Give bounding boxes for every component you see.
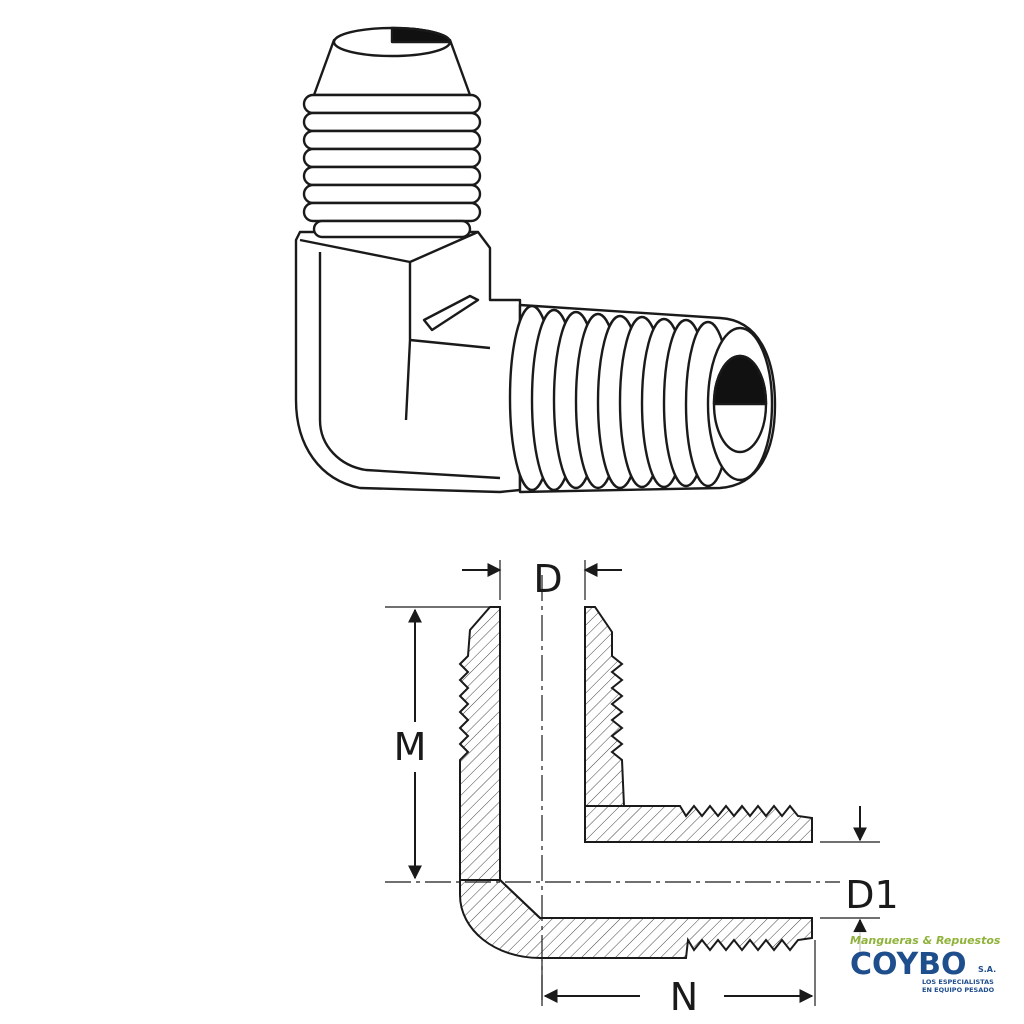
logo-tagline: Mangueras & Repuestos bbox=[850, 934, 1001, 947]
section-wall-left bbox=[458, 606, 501, 881]
dim-label-d: D bbox=[533, 557, 562, 601]
section-bore bbox=[499, 607, 812, 919]
dim-label-n: N bbox=[670, 975, 698, 1019]
top-opening-shadow bbox=[390, 26, 452, 44]
hex-facet-lines bbox=[299, 230, 501, 480]
dim-label-m: M bbox=[394, 725, 427, 769]
dim-label-d1: D1 bbox=[845, 873, 898, 917]
section-wall-upper bbox=[584, 804, 813, 843]
logo-suffix: S.A. bbox=[978, 965, 996, 974]
side-threads bbox=[508, 303, 777, 494]
logo-name: COYBO bbox=[850, 947, 967, 982]
section-wall-right bbox=[584, 606, 626, 807]
elbow-fitting-illustration-icon bbox=[294, 26, 777, 494]
company-logo: Mangueras & Repuestos COYBO S.A. LOS ESP… bbox=[848, 932, 1001, 994]
side-opening-shadow bbox=[712, 354, 768, 406]
body-slot bbox=[422, 294, 480, 332]
top-threads bbox=[302, 93, 482, 239]
elbow-fitting-cross-section-icon: D M D1 N bbox=[385, 557, 899, 1020]
logo-slogan-line1: LOS ESPECIALISTAS bbox=[922, 978, 994, 986]
logo-slogan-line2: EN EQUIPO PESADO bbox=[922, 986, 995, 994]
